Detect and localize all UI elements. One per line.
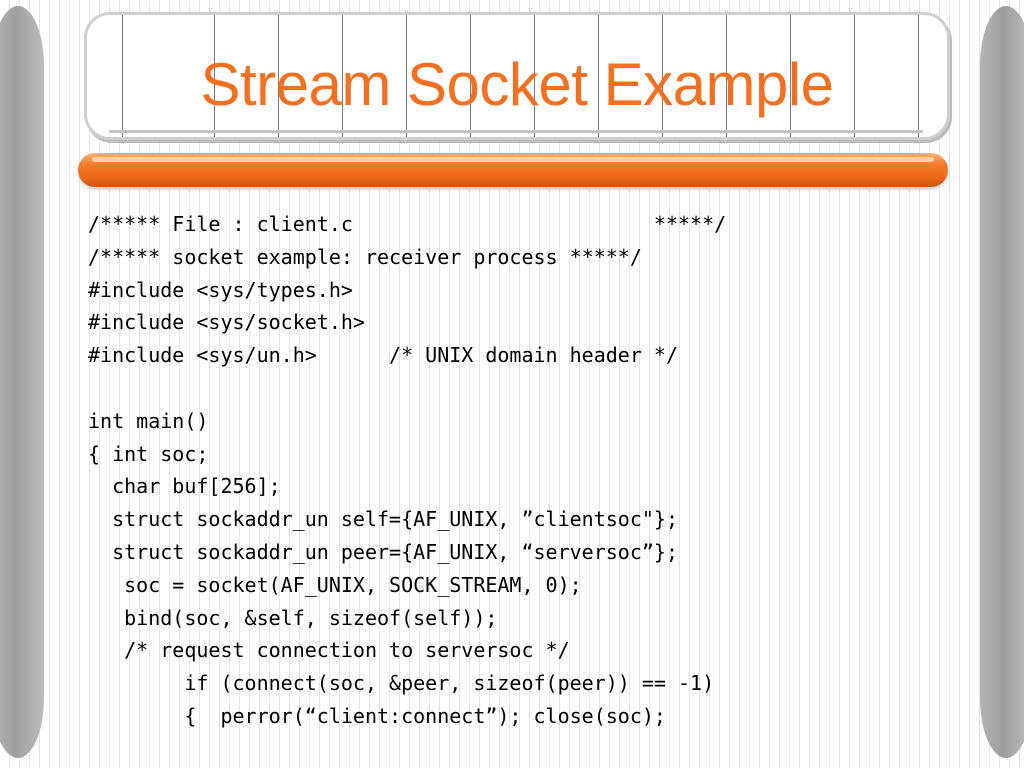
title-frame: Stream Socket Example	[84, 12, 950, 140]
code-line: /***** File : client.c *****/	[88, 212, 727, 236]
code-line-blank	[88, 372, 726, 405]
code-line: #include <sys/types.h>	[88, 277, 353, 302]
code-line: /* request connection to serversoc */	[88, 638, 570, 663]
code-line: { int soc;	[88, 441, 209, 466]
code-line: { perror(“client:connect”); close(soc);	[88, 703, 666, 728]
right-decorative-bar	[980, 6, 1024, 758]
left-decorative-bar	[0, 6, 44, 758]
code-line: struct sockaddr_un peer={AF_UNIX, “serve…	[88, 539, 679, 564]
code-line: struct sockaddr_un self={AF_UNIX, ”clien…	[88, 507, 679, 532]
code-line: #include <sys/socket.h>	[88, 310, 365, 335]
code-line: soc = socket(AF_UNIX, SOCK_STREAM, 0);	[88, 572, 582, 597]
code-line: /***** socket example: receiver process …	[88, 244, 642, 269]
code-line: #include <sys/un.h> /* UNIX domain heade…	[88, 343, 679, 368]
slide-title: Stream Socket Example	[200, 51, 834, 118]
title-underline	[109, 130, 923, 133]
code-line: int main()	[88, 408, 209, 433]
orange-bar-highlight	[92, 157, 934, 162]
code-line: if (connect(soc, &peer, sizeof(peer)) ==…	[88, 671, 715, 696]
code-listing: /***** File : client.c *****/ /***** soc…	[88, 208, 726, 733]
code-line: bind(soc, &self, sizeof(self));	[88, 605, 498, 630]
orange-accent-bar	[78, 153, 948, 187]
code-line: char buf[256];	[88, 474, 281, 499]
